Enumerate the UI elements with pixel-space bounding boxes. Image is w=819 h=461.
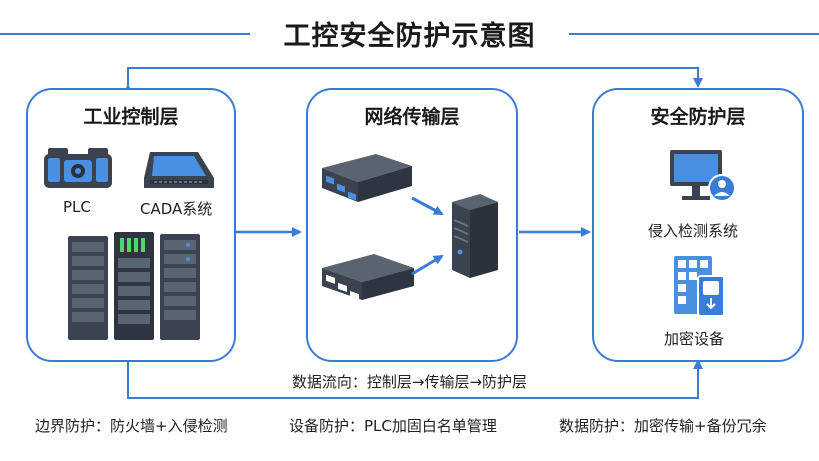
plc-label: PLC (63, 198, 91, 216)
scada-label: CADA系统 (140, 200, 213, 218)
intrusion-detection-label: 侵入检测系统 (648, 222, 739, 240)
footer-data-protection: 数据防护：加密传输+备份冗余 (559, 417, 767, 435)
panel-network-transport: 网络传输层 (306, 88, 518, 362)
encryption-device-icon (674, 256, 725, 317)
server-racks-icon (68, 232, 200, 340)
page-title: 工控安全防护示意图 (283, 21, 536, 52)
top-loop-line (123, 67, 703, 94)
lower-switch-icon (322, 254, 414, 301)
footer-boundary-protection: 边界防护：防火墙+入侵检测 (35, 417, 228, 435)
footer-device-protection: 设备防护：PLC加固白名单管理 (289, 417, 497, 435)
encryption-device-label: 加密设备 (664, 330, 725, 348)
panel-industrial-control: 工业控制层 PLC CADA系统 (26, 88, 236, 362)
scada-terminal-icon (144, 152, 214, 188)
title-line-right (569, 33, 819, 35)
panel-title-security: 安全防护层 (650, 106, 746, 128)
panel-title-industrial: 工业控制层 (83, 106, 179, 128)
data-flow-text: 数据流向：控制层→传输层→防护层 (291, 373, 528, 391)
title-line-left (0, 33, 250, 35)
intrusion-detection-monitor-icon (670, 150, 736, 202)
network-internal-arrows (411, 196, 444, 276)
bottom-loop-line (123, 353, 703, 399)
panel-title-network: 网络传输层 (364, 106, 460, 128)
network-server-icon (452, 194, 498, 278)
plc-device-icon (44, 148, 112, 188)
panel-security-protection: 安全防护层 侵入检测系统 加密设备 (592, 88, 804, 362)
upper-switch-icon (322, 154, 412, 202)
